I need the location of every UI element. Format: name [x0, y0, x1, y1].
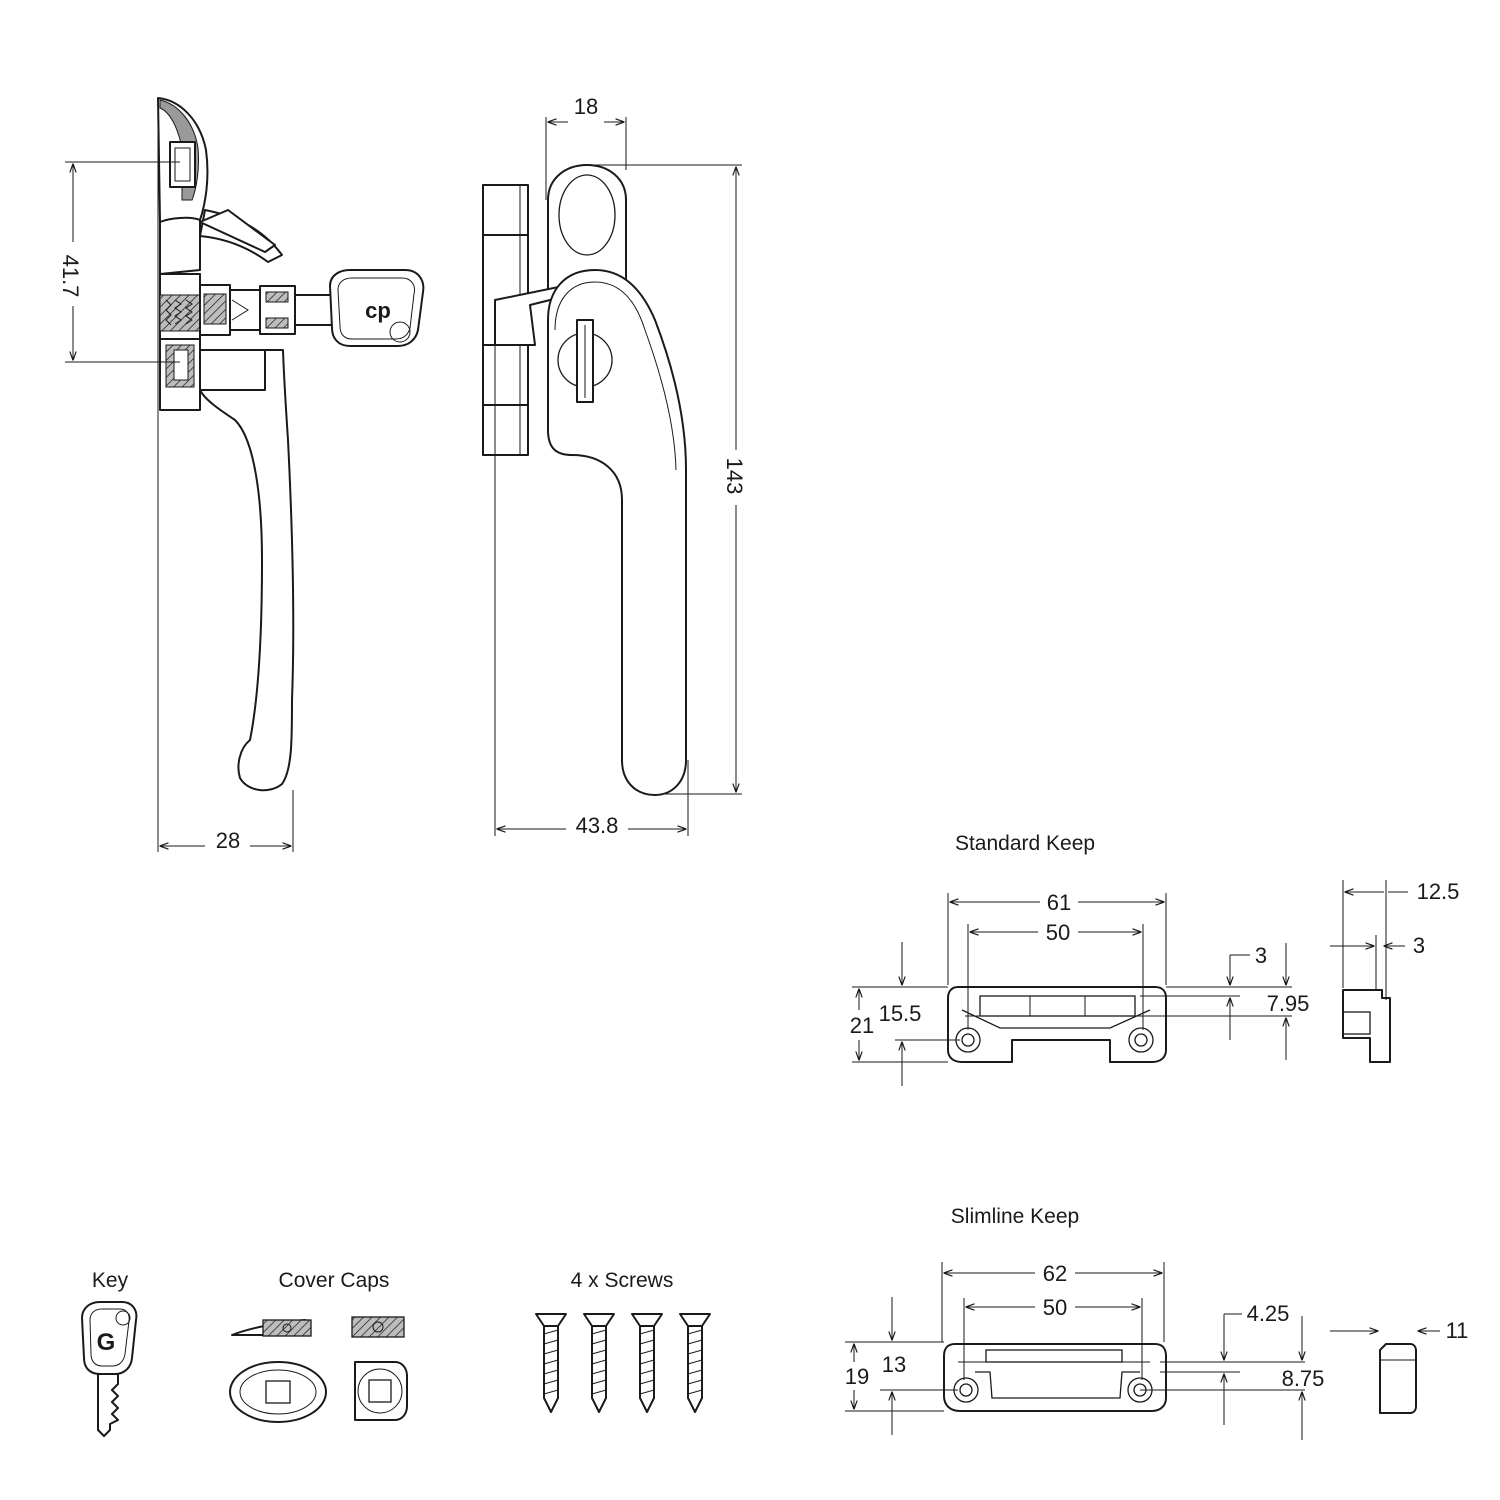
standard-keep-drawing: [947, 986, 1391, 1063]
dim-standard-hole-centres: 50: [1046, 920, 1070, 945]
screws-icon: [535, 1313, 711, 1413]
slimline-keep-drawing: [943, 1343, 1417, 1414]
dim-slimline-hole-height: 13: [882, 1352, 906, 1377]
screws-label: 4 x Screws: [571, 1269, 674, 1292]
dim-standard-overall-width: 61: [1047, 890, 1071, 915]
dim-slimline-lip: 4.25: [1247, 1301, 1290, 1326]
dim-handle-top-width: 18: [574, 94, 598, 119]
dim-slimline-side-depth: 11: [1446, 1318, 1469, 1343]
slimline-keep-dimensions: 62 50 19 13 4.25 8.75 11: [845, 1261, 1469, 1440]
dim-standard-hole-height: 15.5: [879, 1001, 922, 1026]
dim-handle-length: 143: [722, 458, 747, 495]
handle-key-logo: cp: [365, 298, 391, 323]
dim-slimline-lip-depth: 8.75: [1282, 1366, 1325, 1391]
cover-caps-label: Cover Caps: [279, 1269, 390, 1292]
dim-standard-side-lip: 3: [1413, 933, 1425, 958]
key-icon: G: [81, 1301, 138, 1437]
handle-side-view: cp: [157, 97, 425, 792]
handle-side-dimensions: 41.7 28: [58, 161, 294, 853]
cover-caps-icon: [229, 1316, 408, 1423]
dim-handle-total-width: 43.8: [576, 813, 619, 838]
screw-3-icon: [631, 1313, 663, 1413]
dim-handle-depth: 28: [216, 828, 240, 853]
dim-slimline-overall-width: 62: [1043, 1261, 1067, 1286]
handle-front-view: [482, 164, 687, 796]
dim-standard-lip-depth: 7.95: [1267, 991, 1310, 1016]
dim-standard-side-depth: 12.5: [1417, 879, 1460, 904]
standard-keep-dimensions: 61 50 21 15.5 3 7.95 12.5 3: [850, 879, 1460, 1086]
key-label: Key: [92, 1269, 129, 1292]
handle-front-dimensions: 18 143 43.8: [494, 94, 747, 838]
screw-2-icon: [583, 1313, 615, 1413]
key-logo: G: [97, 1329, 116, 1356]
dim-standard-lip: 3: [1255, 943, 1267, 968]
dim-handle-keyhole-height: 41.7: [58, 255, 83, 298]
screw-4-icon: [679, 1313, 711, 1413]
screw-1-icon: [535, 1313, 567, 1413]
standard-keep-title: Standard Keep: [955, 832, 1095, 855]
dim-slimline-height: 19: [845, 1364, 869, 1389]
dim-slimline-hole-centres: 50: [1043, 1295, 1067, 1320]
slimline-keep-title: Slimline Keep: [951, 1205, 1079, 1228]
dim-standard-height: 21: [850, 1013, 874, 1038]
